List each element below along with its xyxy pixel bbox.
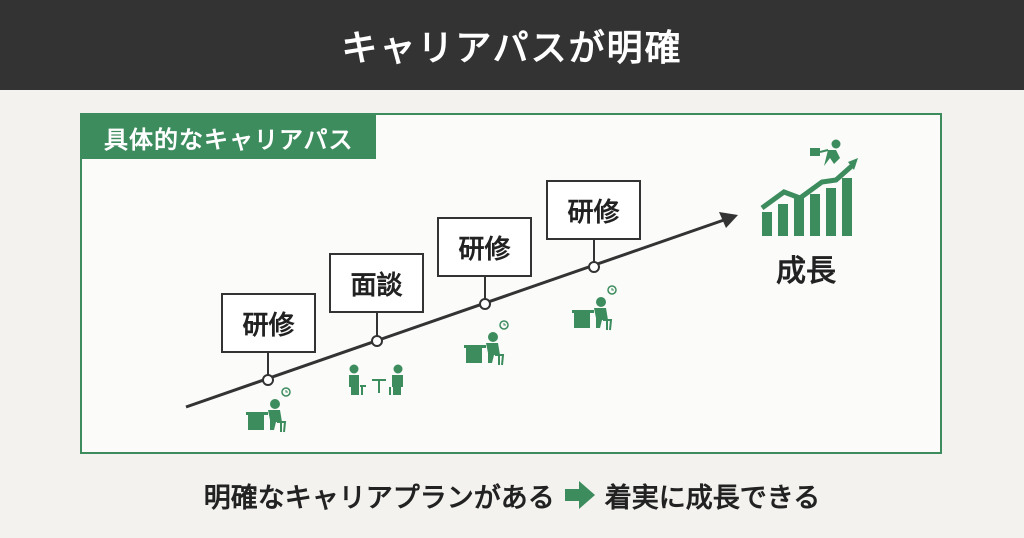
panel-tab: 具体的なキャリアパス xyxy=(82,115,376,159)
step-box-3: 研修 xyxy=(437,217,532,277)
desk-worker-icon xyxy=(245,387,291,433)
career-path-line xyxy=(185,218,725,409)
panel-tab-label: 具体的なキャリアパス xyxy=(104,125,354,154)
footer-left-text: 明確なキャリアプランがある xyxy=(203,482,555,514)
step-box-2: 面談 xyxy=(329,253,424,313)
right-arrow-icon xyxy=(564,481,595,509)
node-1 xyxy=(262,374,274,386)
page-header: キャリアパスが明確 xyxy=(0,0,1024,90)
desk-worker-icon xyxy=(463,320,509,366)
step-box-1: 研修 xyxy=(221,293,316,353)
desk-worker-icon xyxy=(571,285,617,331)
step-label: 面談 xyxy=(350,270,403,301)
node-4 xyxy=(588,261,600,273)
step-label: 研修 xyxy=(242,310,295,341)
node-3 xyxy=(479,298,491,310)
career-path-arrowhead xyxy=(719,212,738,228)
career-path-panel: 具体的なキャリアパス xyxy=(80,113,942,454)
meeting-icon xyxy=(349,364,403,395)
footer-right-text: 着実に成長できる xyxy=(604,482,821,514)
growth-chart-runner-icon xyxy=(760,139,858,236)
step-box-4: 研修 xyxy=(546,180,641,240)
node-2 xyxy=(371,335,383,347)
growth-label: 成長 xyxy=(776,254,836,289)
page-title: キャリアパスが明確 xyxy=(341,28,683,69)
step-label: 研修 xyxy=(458,234,511,265)
footer: 明確なキャリアプランがある 着実に成長できる xyxy=(0,470,1024,520)
step-label: 研修 xyxy=(567,197,620,228)
